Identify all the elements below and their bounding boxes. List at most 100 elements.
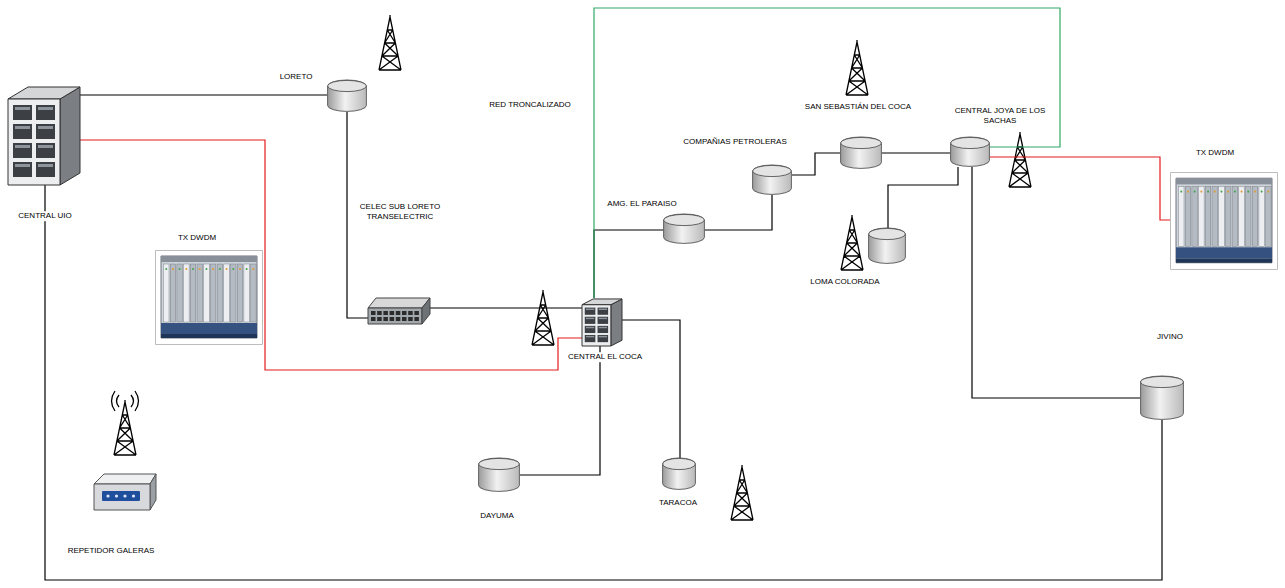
node-label: SAN SEBASTIÁN DEL COCA [803, 102, 913, 112]
dwdm-equipment: TX DWDM [1170, 172, 1278, 270]
radio-tower [114, 400, 136, 455]
icon-part [1246, 186, 1252, 246]
icon-part [408, 311, 413, 315]
icon-part [1199, 186, 1205, 246]
node-label: TARACOA [657, 498, 699, 508]
icon-part [231, 264, 237, 322]
node-icon [327, 80, 367, 112]
node-label: REPETIDOR GALERAS [66, 546, 157, 556]
radio-tower [846, 40, 868, 95]
link-line [45, 185, 1162, 580]
node-label: JIVINO [1155, 332, 1185, 342]
icon-part [1252, 186, 1258, 246]
icon-part [38, 126, 53, 129]
icon-part [1176, 178, 1272, 184]
icon-part [36, 162, 55, 177]
icon-part [156, 251, 263, 345]
icon-part [1187, 191, 1189, 193]
icon-part [582, 299, 622, 305]
node-icon [840, 137, 882, 169]
icon-part [251, 264, 257, 322]
icon-part [60, 87, 80, 185]
icon-part [599, 318, 607, 319]
icon-part [1141, 376, 1184, 419]
icon-part [664, 214, 705, 243]
icon-part [239, 268, 241, 270]
radio-tower [379, 15, 401, 70]
icon-part [598, 317, 609, 324]
network-node: LOMA COLORADA [868, 228, 906, 264]
network-node: COMPAÑIAS PETROLERAS [752, 165, 792, 195]
icon-part [1194, 191, 1196, 193]
switch-device: CELEC SUB LORETO TRANSELECTRIC [368, 296, 430, 326]
icon-part [414, 317, 419, 321]
icon-part [217, 264, 223, 322]
icon-part [38, 145, 53, 148]
node-icon [752, 165, 792, 195]
icon-part [164, 264, 170, 322]
icon-part [1261, 191, 1263, 193]
icon-part [1259, 186, 1265, 246]
icon-part [237, 264, 243, 322]
icon-part [585, 308, 596, 315]
dwdm-equipment: TX DWDM [155, 250, 263, 345]
icon-part [150, 474, 156, 510]
icon-part [192, 268, 194, 270]
icon-part [611, 299, 622, 346]
link-line [792, 153, 840, 175]
icon-part [1176, 247, 1272, 258]
icon-part [598, 335, 609, 342]
node-label: LOMA COLORADA [808, 277, 881, 287]
network-node: DAYUMA [478, 458, 520, 492]
icon-part [172, 268, 174, 270]
node-icon [92, 470, 158, 512]
icon-part [15, 145, 30, 148]
icon-part [753, 165, 792, 194]
icon-part [15, 126, 30, 129]
link-line [594, 8, 1060, 298]
node-label: AMG. EL PARAISO [605, 199, 678, 209]
icon-part [15, 164, 30, 167]
icon-part [869, 228, 906, 239]
icon-part [38, 107, 53, 110]
icon-part [479, 458, 520, 469]
icon-part [1254, 191, 1256, 193]
icon-part [1207, 191, 1209, 193]
icon-part [1176, 178, 1272, 263]
node-icon [950, 137, 990, 167]
node-icon [663, 214, 705, 244]
network-node: LORETO [327, 80, 367, 112]
icon-part [586, 309, 594, 310]
icon-part [368, 308, 422, 324]
node-icon [1170, 172, 1278, 270]
icon-part [1267, 191, 1269, 193]
icon-part [599, 309, 607, 310]
icon-part [161, 256, 257, 262]
link-line [80, 140, 582, 370]
icon-part [252, 268, 254, 270]
icon-part [1171, 173, 1278, 270]
icon-part [13, 124, 32, 139]
icon-part [585, 317, 596, 324]
icon-part [36, 124, 55, 139]
node-label: DAYUMA [478, 511, 516, 521]
icon-part [246, 268, 248, 270]
link-line [430, 307, 582, 308]
icon-part [123, 494, 126, 497]
icon-part [753, 165, 792, 176]
icon-part [586, 318, 594, 319]
node-label: LORETO [278, 72, 315, 82]
icon-part [13, 162, 32, 177]
icon-part [402, 311, 407, 315]
icon-part [36, 143, 55, 158]
icon-part [94, 474, 156, 484]
node-label: CELEC SUB LORETO TRANSELECTRIC [354, 202, 446, 221]
link-line [972, 167, 1140, 398]
icon-part [598, 326, 609, 333]
icon-part [1247, 191, 1249, 193]
icon-part [1234, 191, 1236, 193]
node-label: CENTRAL EL COCA [566, 352, 644, 362]
icon-part [586, 336, 594, 337]
icon-part [15, 107, 30, 110]
node-icon [8, 85, 80, 185]
